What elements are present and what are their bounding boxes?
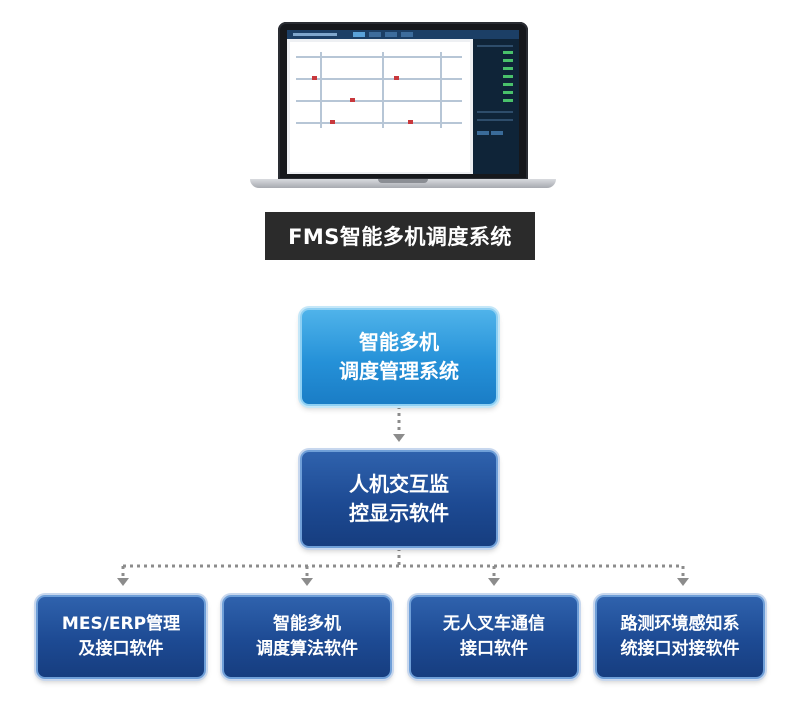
app-tab (353, 32, 365, 37)
node-mes-erp-interface: MES/ERP管理 及接口软件 (36, 595, 206, 679)
laptop-illustration (250, 22, 556, 190)
map-track (382, 52, 384, 128)
status-ok (503, 91, 513, 94)
map-track (296, 100, 462, 102)
map-track (296, 122, 462, 124)
map-track (296, 78, 462, 80)
arrow-head (677, 578, 689, 586)
status-ok (503, 59, 513, 62)
system-title: FMS智能多机调度系统 (265, 212, 535, 260)
map-track (440, 52, 442, 128)
laptop-notch (378, 179, 428, 183)
agv-marker (312, 76, 317, 80)
app-map-canvas (290, 42, 470, 172)
app-tab (401, 32, 413, 37)
status-row (477, 111, 513, 113)
laptop-screen (287, 30, 519, 174)
app-tab (369, 32, 381, 37)
agv-marker (408, 120, 413, 124)
status-row (477, 119, 513, 121)
agv-marker (394, 76, 399, 80)
laptop-lid (278, 22, 528, 180)
node-hmi-monitoring-software: 人机交互监 控显示软件 (300, 450, 498, 548)
agv-marker (330, 120, 335, 124)
status-ok (503, 67, 513, 70)
agv-marker (350, 98, 355, 102)
node-roadside-perception-interface: 路测环境感知系 统接口对接软件 (595, 595, 765, 679)
status-ok (503, 75, 513, 78)
arrow-head (393, 434, 405, 442)
status-ok (503, 51, 513, 54)
app-status-panel (473, 39, 519, 174)
panel-button (477, 131, 489, 135)
map-track (320, 52, 322, 128)
arrow-head (117, 578, 129, 586)
app-title-placeholder (293, 33, 337, 36)
map-track (296, 56, 462, 58)
arrow-head (488, 578, 500, 586)
status-ok (503, 99, 513, 102)
status-ok (503, 83, 513, 86)
arrow-head (301, 578, 313, 586)
node-forklift-communication-interface: 无人叉车通信 接口软件 (409, 595, 579, 679)
node-dispatch-management-system: 智能多机 调度管理系统 (300, 308, 498, 406)
app-tab (385, 32, 397, 37)
status-row (477, 45, 513, 47)
panel-button (491, 131, 503, 135)
app-toolbar (287, 30, 519, 39)
laptop-base (250, 179, 556, 188)
node-dispatch-algorithm-software: 智能多机 调度算法软件 (222, 595, 392, 679)
